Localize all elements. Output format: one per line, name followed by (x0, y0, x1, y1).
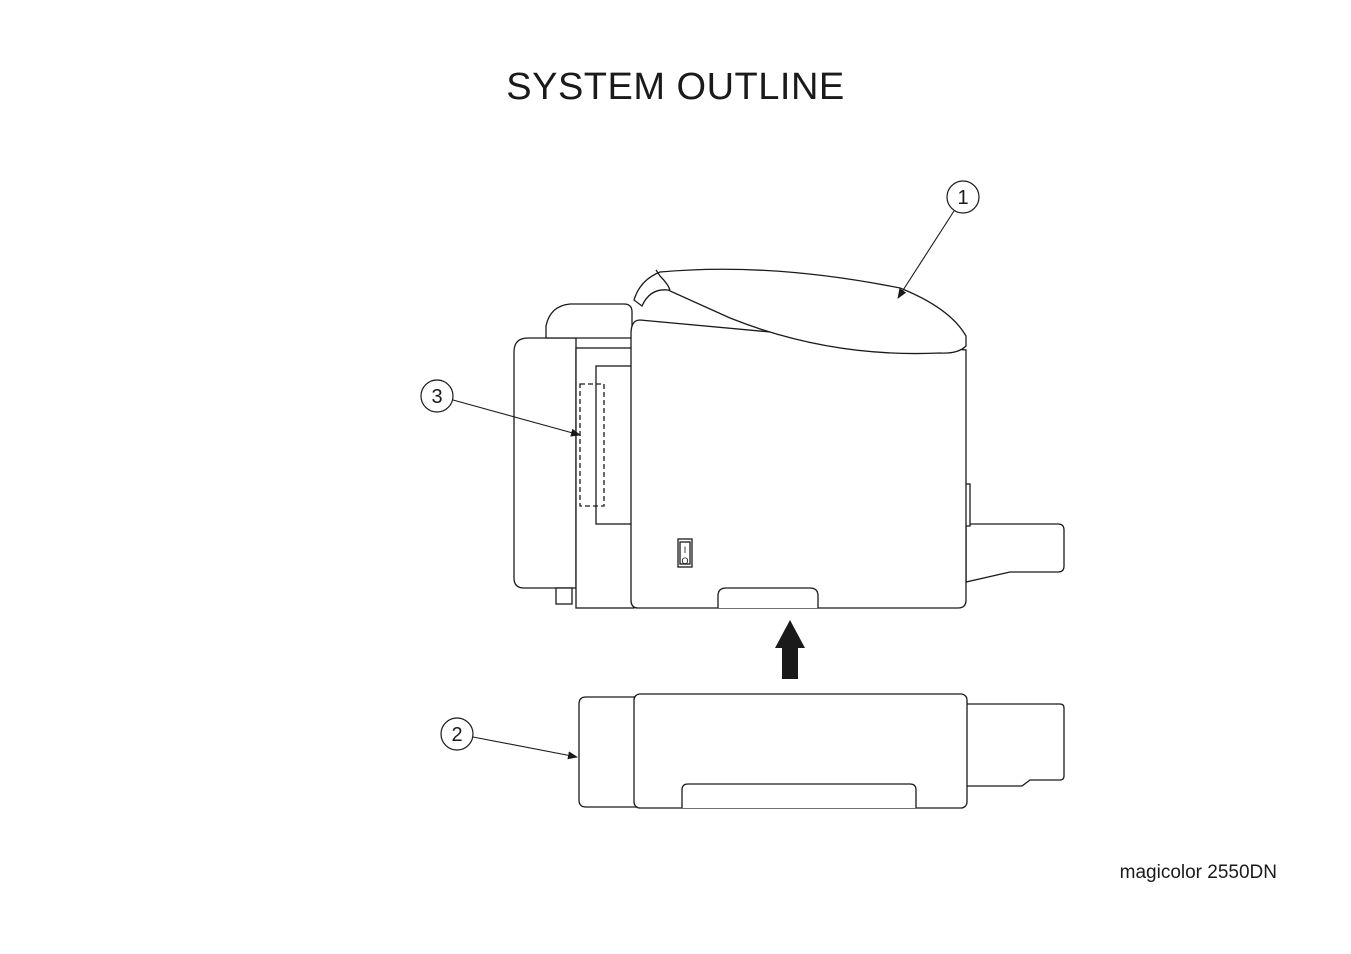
lower-feeder-unit (579, 694, 1064, 808)
printer-foot (556, 588, 572, 604)
power-off-symbol: O (681, 556, 688, 566)
front-paper-tray (966, 524, 1064, 582)
callout-2-leader (473, 737, 577, 757)
model-name: magicolor 2550DN (1120, 862, 1277, 884)
feeder-front-tray (966, 704, 1064, 786)
feeder-handle (682, 784, 916, 808)
rear-top-housing (546, 304, 632, 338)
callout-2: 2 (441, 718, 577, 757)
callout-1: 1 (898, 181, 979, 298)
rear-duplex-unit (514, 338, 576, 588)
callout-3-label: 3 (431, 386, 442, 408)
rear-panel (576, 348, 634, 608)
printer-main-unit: I O (514, 269, 1064, 608)
handle-recess (718, 588, 818, 608)
callout-2-label: 2 (451, 724, 462, 746)
callout-1-leader (898, 211, 954, 298)
callout-1-label: 1 (957, 187, 968, 209)
install-arrow (775, 620, 805, 679)
power-switch-icon: I O (678, 539, 692, 567)
feeder-rear-section (579, 697, 636, 807)
power-on-symbol: I (684, 545, 687, 555)
